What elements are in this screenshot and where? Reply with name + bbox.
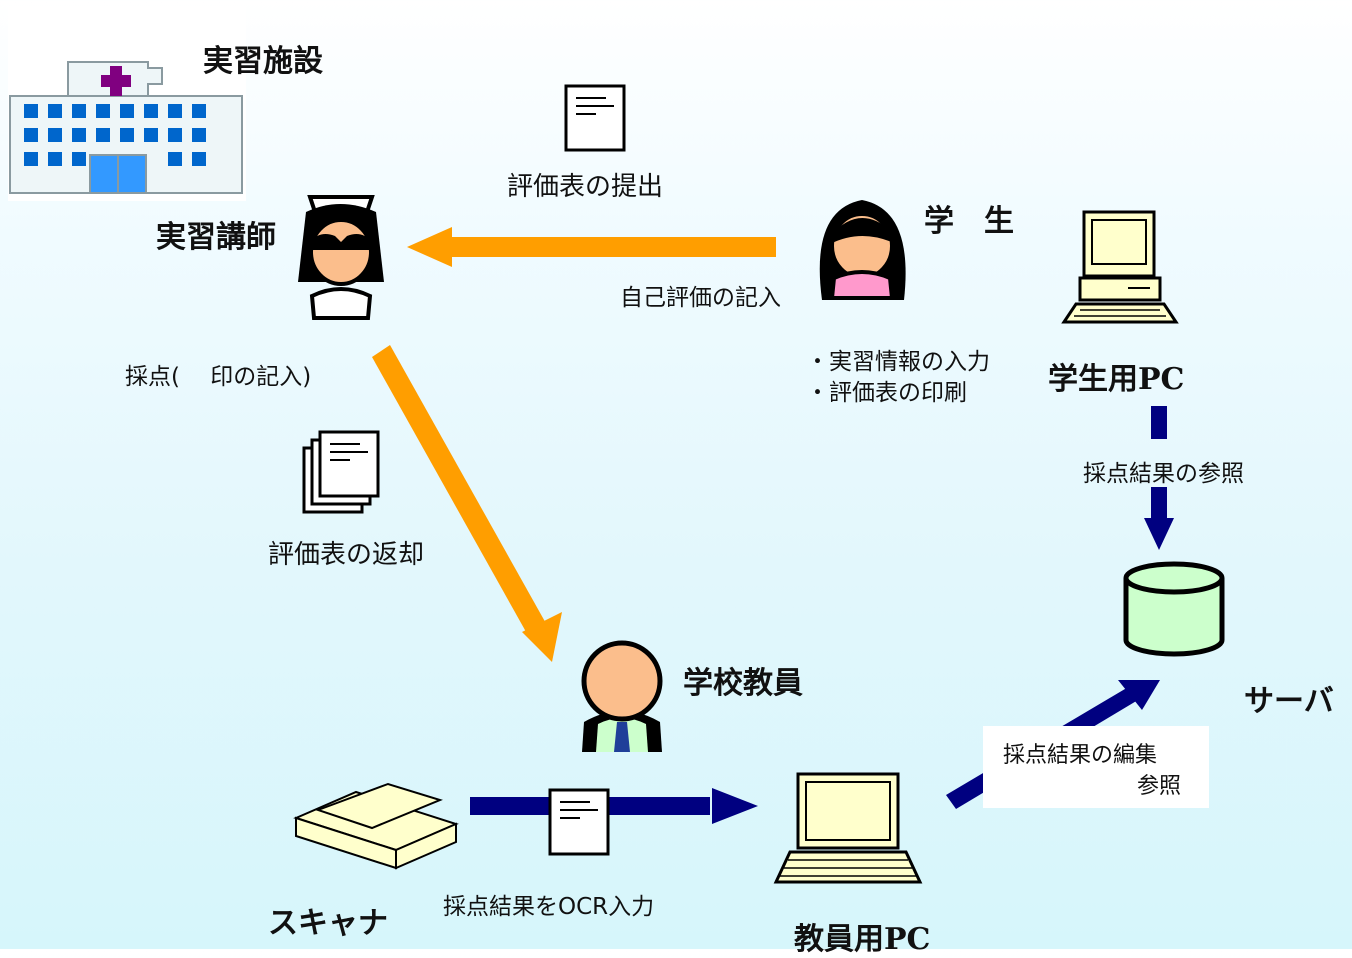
arrow-pc-to-server [1144, 406, 1174, 550]
teacher-pc-label: 教員用PC [794, 922, 931, 957]
hospital-icon [8, 6, 246, 201]
teacher-label: 学校教員 [683, 666, 803, 701]
submit-form-label: 評価表の提出 [507, 172, 664, 202]
document-icon [564, 84, 626, 152]
self-eval-label: 自己評価の記入 [620, 285, 781, 311]
scoring-label: 採点( 印の記入) [125, 364, 312, 390]
return-form-label: 評価表の返却 [268, 540, 425, 570]
edit-results-label: 採点結果の編集 [1003, 743, 1158, 768]
server-icon [1123, 561, 1225, 657]
edit-label-box [983, 726, 1209, 808]
student-task-2: ・評価表の印刷 [806, 380, 967, 406]
arrow-student-to-instructor [407, 227, 776, 267]
student-task-1: ・実習情報の入力 [806, 349, 990, 375]
ocr-document-icon [548, 788, 610, 856]
arrow-instructor-to-teacher [372, 345, 562, 662]
scanner-label: スキャナ [268, 906, 388, 941]
student-icon [819, 200, 906, 300]
teacher-icon [581, 640, 663, 752]
arrow-scanner-to-teacher-pc [470, 788, 758, 824]
view-results-label: 採点結果の参照 [1083, 461, 1244, 487]
scanner-icon [293, 782, 459, 870]
student-pc-label: 学生用PC [1048, 362, 1185, 397]
server-label: サーバ [1244, 684, 1334, 719]
instructor-icon [298, 195, 384, 320]
instructor-label: 実習講師 [156, 220, 276, 255]
documents-stack-icon [302, 430, 380, 514]
edit-results-view-label: 参照 [1137, 774, 1182, 799]
ocr-input-label: 採点結果をOCR入力 [443, 894, 655, 920]
student-label: 学 生 [924, 204, 1014, 239]
student-pc-icon [1061, 210, 1179, 324]
facility-label: 実習施設 [203, 44, 323, 79]
teacher-pc-icon [773, 772, 923, 884]
